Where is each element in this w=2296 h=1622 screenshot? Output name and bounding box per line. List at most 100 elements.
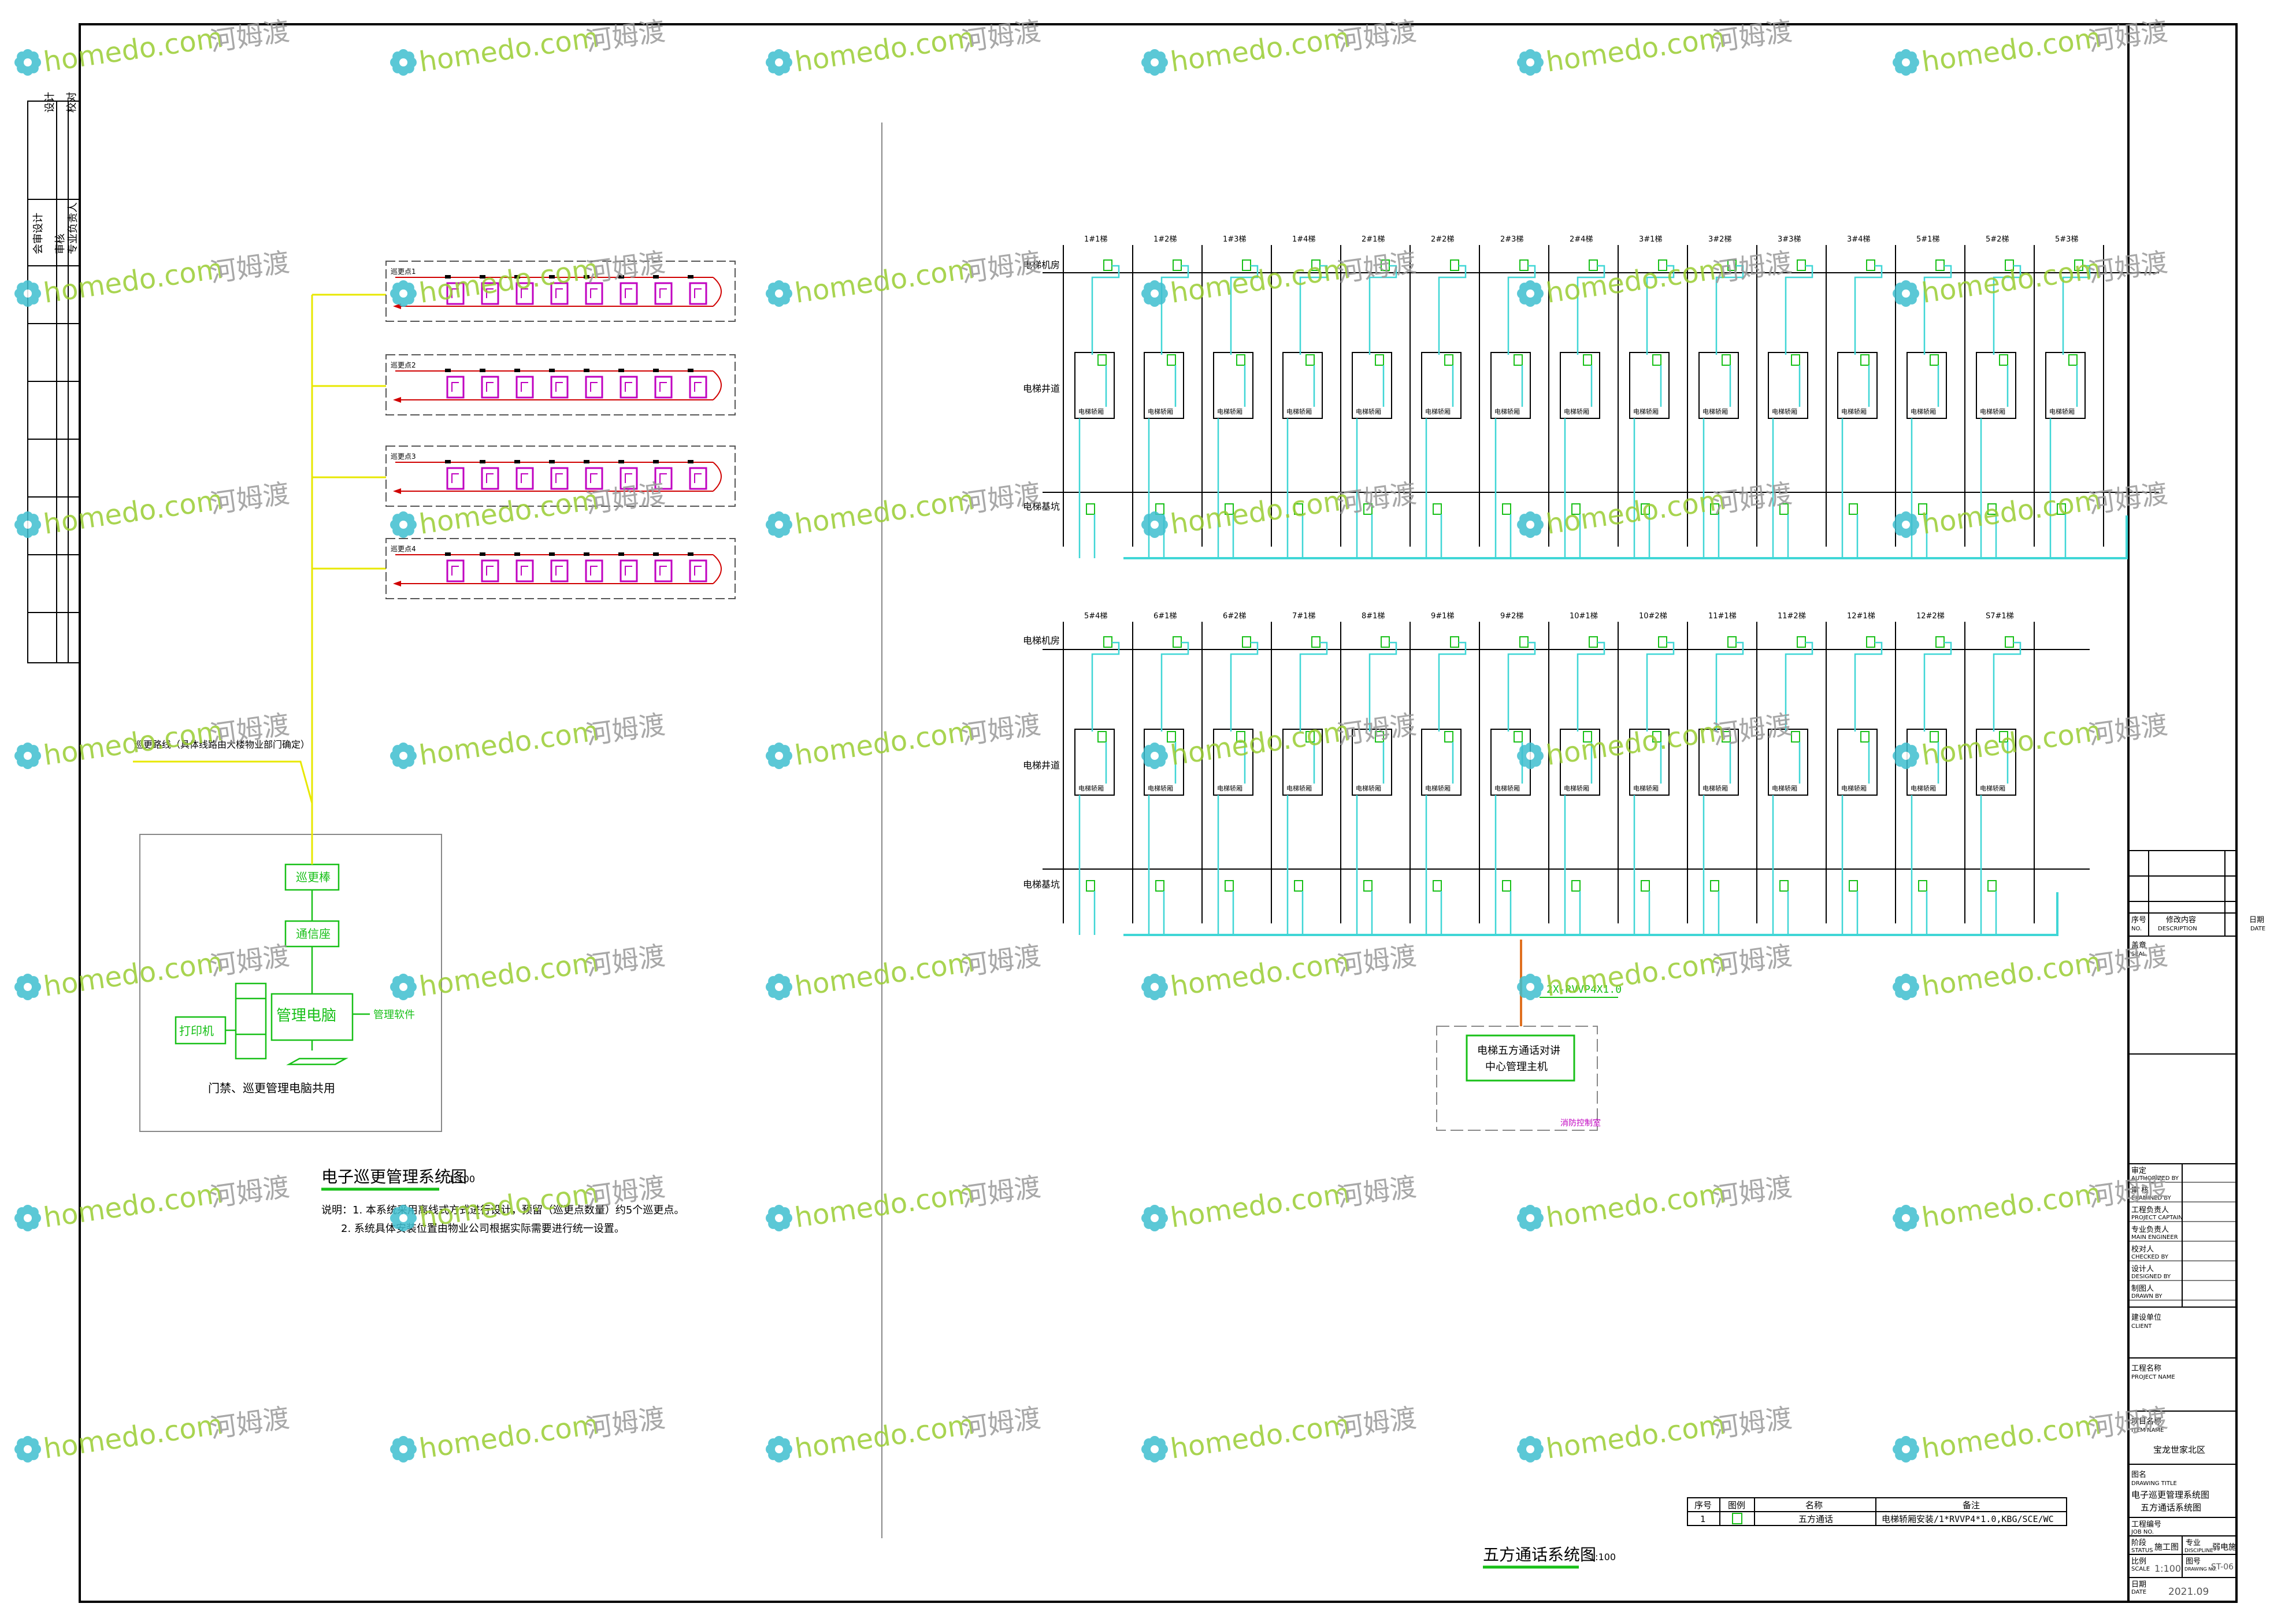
title-role-label-en: MAIN ENGINEER <box>2131 1234 2178 1241</box>
patrol-point-dot <box>480 552 485 556</box>
item-value: 宝龙世家北区 <box>2153 1445 2205 1455</box>
intercom-device-icon <box>1589 636 1598 648</box>
status-value: 施工图 <box>2154 1543 2179 1552</box>
watermark-center <box>1526 752 1534 760</box>
intercom-device-icon <box>1381 636 1390 648</box>
title-role-label-en: PROJECT CAPTAIN <box>2131 1215 2183 1221</box>
elevator-car-label: 电梯轿厢 <box>1841 407 1867 415</box>
watermark-petal <box>403 1207 414 1218</box>
patrol-point-icon <box>585 282 603 305</box>
elevator-label: 2#3梯 <box>1500 235 1523 244</box>
elevator-label: 11#1梯 <box>1708 612 1737 621</box>
patrol-point-icon <box>446 467 465 490</box>
watermark-petal <box>1155 1207 1166 1218</box>
patrol-point-dot <box>688 369 693 372</box>
intercom-wire <box>1160 641 1189 732</box>
elevator-car-label: 电梯轿厢 <box>1148 784 1173 792</box>
patrol-point-icon <box>515 282 534 305</box>
drawing-title-label: 图名 <box>2131 1470 2146 1479</box>
watermark-center <box>1151 1445 1159 1453</box>
intercom-wire <box>1785 641 1813 732</box>
intercom-wire <box>1368 641 1397 732</box>
patrol-point-icon <box>585 376 603 399</box>
intercom-device-icon <box>1444 354 1453 366</box>
patrol-point-dot <box>688 552 693 556</box>
elevator-car-label: 电梯轿厢 <box>1286 784 1312 792</box>
watermark-center <box>1902 752 1910 760</box>
intercom-device-icon <box>1502 880 1511 892</box>
watermark-center <box>1151 1214 1159 1222</box>
date-label-en: DATE <box>2131 1589 2146 1595</box>
patrol-point-mark <box>451 382 459 392</box>
elevator-car-label: 电梯轿厢 <box>1980 784 2005 792</box>
elevator-car <box>1421 352 1462 419</box>
elevator-label: 5#1梯 <box>1916 235 1939 244</box>
elevator-car-label: 电梯轿厢 <box>1841 784 1867 792</box>
intercom-device-icon <box>1086 880 1095 892</box>
intercom-device-icon <box>2068 354 2078 366</box>
title-role-label: 审 核 <box>2131 1186 2149 1195</box>
patrol-point-mark <box>590 566 598 576</box>
elevator-label: 2#4梯 <box>1570 235 1593 244</box>
elevator-car <box>1352 352 1392 419</box>
elevator-car-label: 电梯轿厢 <box>1633 407 1659 415</box>
patrol-point-dot <box>445 460 451 463</box>
elevator-car-label: 电梯轿厢 <box>2049 407 2075 415</box>
watermark-petal <box>779 283 790 294</box>
patrol-station-frame <box>385 446 736 507</box>
patrol-point-icon <box>689 559 707 582</box>
watermark-petal <box>779 1438 790 1449</box>
discipline-value: 弱电施 <box>2212 1543 2236 1552</box>
patrol-point-dot <box>445 552 451 556</box>
patrol-point-icon <box>481 559 499 582</box>
intercom-device-icon <box>1999 731 2008 743</box>
intercom-wire <box>1993 265 2021 355</box>
strip-mid-2: 审核 <box>54 233 66 254</box>
elevator-car-label: 电梯轿厢 <box>1911 407 1936 415</box>
patrol-point-mark <box>486 288 494 298</box>
intercom-device-icon <box>1791 731 1800 743</box>
intercom-device-icon <box>1450 636 1459 648</box>
elevator-car <box>1768 352 1808 419</box>
elevator-car-label: 电梯轿厢 <box>1702 784 1728 792</box>
left-sign-strip: 设计 校对 会审设计 审核 专业负责人 <box>27 92 80 663</box>
patrol-point-icon <box>689 282 707 305</box>
elevator-car-label: 电梯轿厢 <box>1425 784 1451 792</box>
watermark-center <box>399 983 407 991</box>
elevator-label: 12#1梯 <box>1847 612 1875 621</box>
legend-r1-name: 五方通话 <box>1798 1514 1833 1524</box>
elevator-car <box>1213 352 1253 419</box>
patrol-point-dot <box>618 369 624 372</box>
watermark-center <box>1902 983 1910 991</box>
patrol-point-mark <box>486 382 494 392</box>
watermark-center <box>24 1214 32 1222</box>
intercom-device-icon <box>1519 636 1529 648</box>
five-party-intercom-diagram: 电梯机房 电梯井道 电梯基坑 电梯机房 电梯井道 电梯基坑 1#1梯电梯轿厢1#… <box>1023 235 2159 1569</box>
patrol-point-mark <box>694 382 702 392</box>
intercom-device-icon <box>1103 259 1112 271</box>
intercom-device-icon <box>1652 731 1661 743</box>
patrol-transmitter: 通信座 <box>296 927 331 941</box>
elevator-label: 2#2梯 <box>1431 235 1454 244</box>
patrol-point-icon <box>620 282 638 305</box>
elevator-car <box>1698 729 1739 796</box>
watermark-petal <box>403 51 414 62</box>
intercom-device-icon <box>1866 636 1875 648</box>
intercom-device-icon <box>1935 636 1945 648</box>
elevator-car-label: 电梯轿厢 <box>1148 407 1173 415</box>
intercom-wire <box>1438 265 1467 355</box>
intercom-device-icon <box>1097 731 1107 743</box>
patrol-point-mark <box>521 288 528 298</box>
watermark-petal <box>1530 745 1541 756</box>
intercom-device-icon <box>1641 503 1650 515</box>
